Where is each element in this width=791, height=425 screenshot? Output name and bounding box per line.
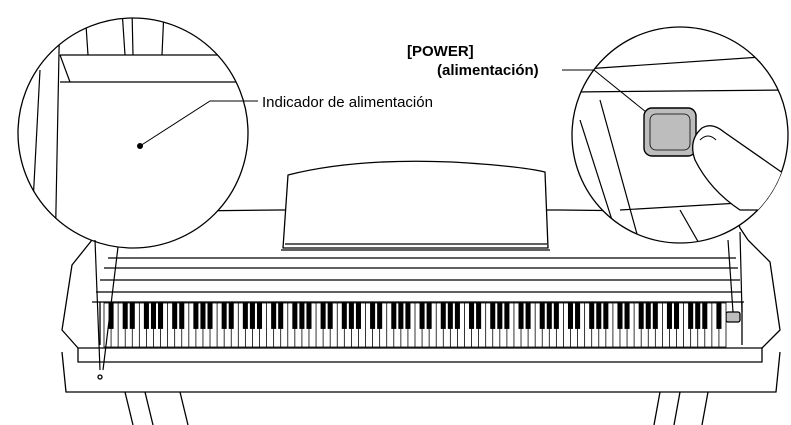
black-key (391, 302, 397, 329)
black-key (348, 302, 354, 329)
black-key (695, 302, 701, 329)
black-key (341, 302, 347, 329)
black-key (292, 302, 298, 329)
black-key (575, 302, 581, 329)
black-key (179, 302, 185, 329)
black-key (370, 302, 376, 329)
left-cheek (61, 239, 93, 349)
black-key (122, 302, 128, 329)
key-slip (77, 347, 763, 363)
black-key (193, 302, 199, 329)
zoom-circle-power-button (571, 26, 789, 313)
black-key (398, 302, 404, 329)
black-key (158, 302, 164, 329)
black-key (645, 302, 651, 329)
black-key (716, 302, 722, 329)
label-power-line1: [POWER] (407, 43, 474, 60)
music-rest (282, 160, 549, 249)
black-key (546, 302, 552, 329)
black-key (447, 302, 453, 329)
keyboard (103, 302, 727, 348)
black-key (525, 302, 531, 329)
black-key (652, 302, 658, 329)
black-key (702, 302, 708, 329)
black-key (440, 302, 446, 329)
black-key (638, 302, 644, 329)
black-key (172, 302, 178, 329)
black-key (674, 302, 680, 329)
black-key (617, 302, 623, 329)
power-button-zoomed (643, 107, 697, 157)
black-key (518, 302, 524, 329)
black-key (377, 302, 383, 329)
black-key (688, 302, 694, 329)
black-key (129, 302, 135, 329)
leader-lines (139, 69, 647, 147)
black-key (150, 302, 156, 329)
black-key (256, 302, 263, 329)
black-key (320, 302, 326, 329)
finger (692, 125, 788, 211)
leader-indicator (139, 100, 258, 147)
label-power-line2: (alimentación) (437, 62, 539, 79)
black-key (567, 302, 574, 329)
black-key (596, 302, 602, 329)
black-key (589, 302, 595, 329)
right-cheek (747, 239, 781, 349)
black-key (497, 302, 503, 329)
black-key (405, 302, 411, 329)
label-power-indicator: Indicador de alimentación (262, 94, 433, 111)
black-key (221, 302, 227, 329)
black-key (327, 302, 333, 329)
black-key (249, 302, 255, 329)
black-key (200, 302, 206, 329)
black-key (306, 302, 312, 329)
black-key (539, 302, 545, 329)
black-key (624, 302, 630, 329)
black-key (419, 302, 425, 329)
black-key (476, 302, 482, 329)
black-key (278, 302, 284, 329)
black-key (490, 302, 496, 329)
piano-illustration (61, 160, 781, 425)
black-key (666, 302, 672, 329)
black-key (271, 302, 277, 329)
black-key (553, 302, 559, 329)
black-key (454, 302, 460, 329)
leader-power (562, 69, 647, 113)
black-key (469, 302, 475, 329)
black-key (603, 302, 609, 329)
black-key (504, 302, 510, 329)
power-button-small (725, 311, 741, 323)
black-key (299, 302, 305, 329)
black-key (426, 302, 432, 329)
black-key (228, 302, 234, 329)
cabinet-front (61, 351, 781, 393)
black-key (207, 302, 213, 329)
black-key (242, 302, 248, 329)
power-indicator-dot-small (97, 374, 103, 380)
black-key (143, 302, 149, 329)
black-key (355, 302, 361, 329)
